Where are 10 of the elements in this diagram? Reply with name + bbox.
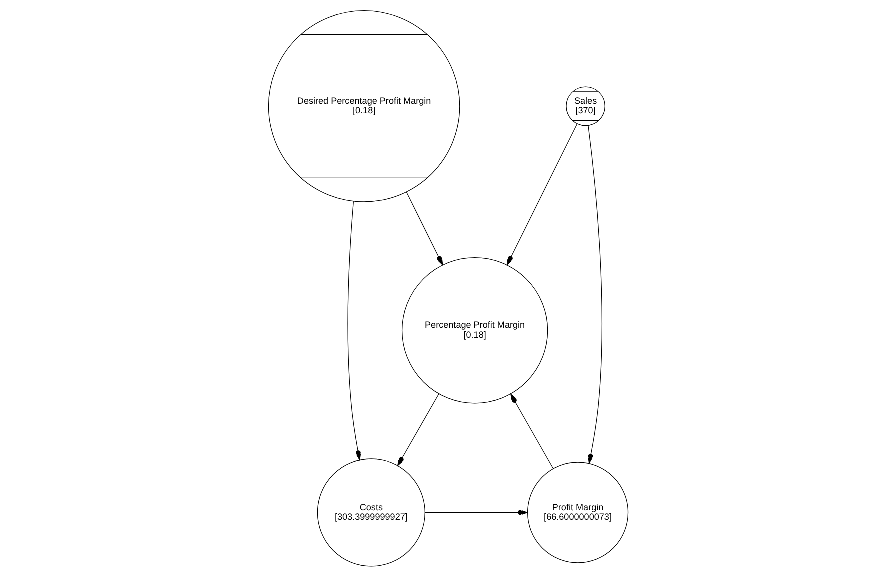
arrow [424,510,528,516]
arrow [347,201,361,462]
node-circle: Profit Margin [66.6000000073] [526,462,628,564]
arrow [588,125,602,464]
node-circle: Sales [370] [566,86,605,126]
node-circle: Desired Percentage Profit Margin [0.18] [268,10,460,202]
arrow [506,123,578,266]
arrow [510,393,554,469]
arrow [406,192,443,266]
arrow [396,394,439,467]
